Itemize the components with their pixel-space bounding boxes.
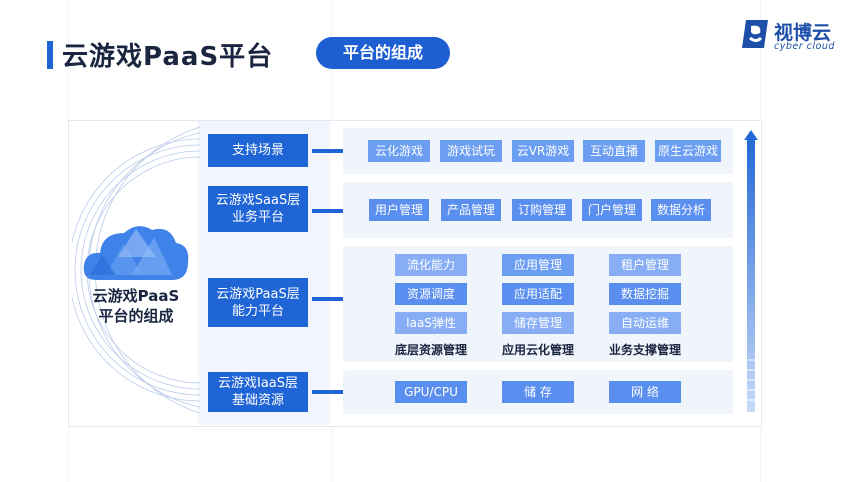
center-label-line: 平台的组成 <box>98 307 174 325</box>
layer-line: 云游戏PaaS层 <box>216 286 300 302</box>
vertical-arrow-icon <box>744 130 758 412</box>
paas-column-label: 应用云化管理 <box>501 343 574 357</box>
layer-line: 云游戏IaaS层 <box>217 376 299 391</box>
saas-chip: 产品管理 <box>441 199 501 221</box>
saas-chip: 用户管理 <box>369 199 429 221</box>
saas-chip: 门户管理 <box>582 199 642 221</box>
logo-name: 视博云 <box>774 22 832 44</box>
saas-chip: 订购管理 <box>512 199 572 221</box>
section-pill: 平台的组成 <box>316 37 450 69</box>
saas-chip: 数据分析 <box>651 199 711 221</box>
layer-line: 支持场景 <box>231 143 284 158</box>
iaas-chip: 储 存 <box>502 381 574 403</box>
layer-line: 云游戏SaaS层 <box>215 193 301 208</box>
paas-column-label: 业务支撑管理 <box>608 343 681 357</box>
layer-line: 基础资源 <box>231 393 284 408</box>
layer-paas: 云游戏PaaS层能力平台 <box>208 278 308 327</box>
iaas-chip: GPU/CPU <box>395 381 467 403</box>
paas-chip: 自动运维 <box>609 312 681 334</box>
center-label-line: 云游戏PaaS <box>92 287 180 305</box>
paas-chip: 流化能力 <box>395 254 467 276</box>
logo-tagline: cyber cloud <box>774 41 835 52</box>
cloud-illustration <box>68 125 202 415</box>
scenario-chip: 互动直播 <box>583 140 645 162</box>
scenario-chip: 云VR游戏 <box>512 140 574 162</box>
cloud-icon <box>83 226 189 280</box>
paas-chip: 租户管理 <box>609 254 681 276</box>
center-label: 云游戏PaaS 平台的组成 <box>72 286 200 326</box>
paas-chip: 数据挖掘 <box>609 283 681 305</box>
paas-column-label: 底层资源管理 <box>394 343 467 357</box>
layer-scenarios: 支持场景 <box>208 134 308 167</box>
layer-saas: 云游戏SaaS层业务平台 <box>208 186 308 232</box>
layer-iaas: 云游戏IaaS层基础资源 <box>208 372 308 412</box>
scenario-chip: 游戏试玩 <box>440 140 502 162</box>
paas-chip: 储存管理 <box>502 312 574 334</box>
brand-logo: 视博云 cyber cloud <box>740 16 840 56</box>
paas-chip: IaaS弹性 <box>395 312 467 334</box>
page-title: 云游戏PaaS平台 <box>62 42 274 72</box>
paas-chip: 应用管理 <box>502 254 574 276</box>
logo-mark-icon <box>742 20 768 48</box>
paas-chip: 应用适配 <box>502 283 574 305</box>
iaas-chip: 网 络 <box>609 381 681 403</box>
paas-chip: 资源调度 <box>395 283 467 305</box>
title-accent-bar <box>47 41 53 69</box>
scenario-chip: 原生云游戏 <box>655 140 721 162</box>
layer-line: 业务平台 <box>231 210 284 225</box>
layer-line: 能力平台 <box>231 303 284 319</box>
scenario-chip: 云化游戏 <box>368 140 430 162</box>
